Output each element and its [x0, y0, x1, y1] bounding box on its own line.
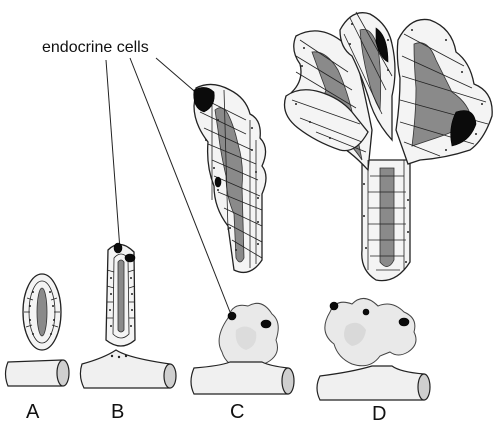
callout-leader-lines — [105, 57, 231, 313]
stage-b-gut-tube — [79, 349, 177, 389]
stage-c-budding-organ — [218, 302, 279, 371]
panel-label-c: C — [230, 401, 244, 423]
stage-b-epithelial-bud — [105, 242, 136, 347]
stage-a-gut-tube — [4, 359, 70, 387]
stage-c-branching-epithelium — [193, 83, 267, 274]
stage-d-endocrine-cells — [375, 27, 477, 147]
stage-a: A — [4, 273, 70, 423]
stage-d-bud-endocrine-cells — [329, 301, 410, 327]
stage-d: D — [283, 11, 493, 425]
stage-b-endocrine-cells — [113, 242, 136, 263]
stage-a-epithelial-bud — [22, 273, 62, 351]
stage-c: C — [190, 83, 295, 423]
stage-b: B — [79, 242, 177, 423]
stage-c-bud-endocrine-cells — [227, 311, 272, 329]
stage-c-endocrine-cells — [193, 87, 222, 188]
endocrine-cells-label: endocrine cells — [42, 39, 149, 56]
stage-d-budding-organ — [324, 298, 417, 367]
panel-label-a: A — [26, 401, 40, 423]
stage-d-gut-tube — [316, 365, 431, 401]
panel-label-d: D — [372, 403, 386, 425]
stage-c-gut-tube — [190, 361, 295, 395]
panel-label-b: B — [111, 401, 124, 423]
stage-d-branching-epithelium — [283, 11, 493, 282]
